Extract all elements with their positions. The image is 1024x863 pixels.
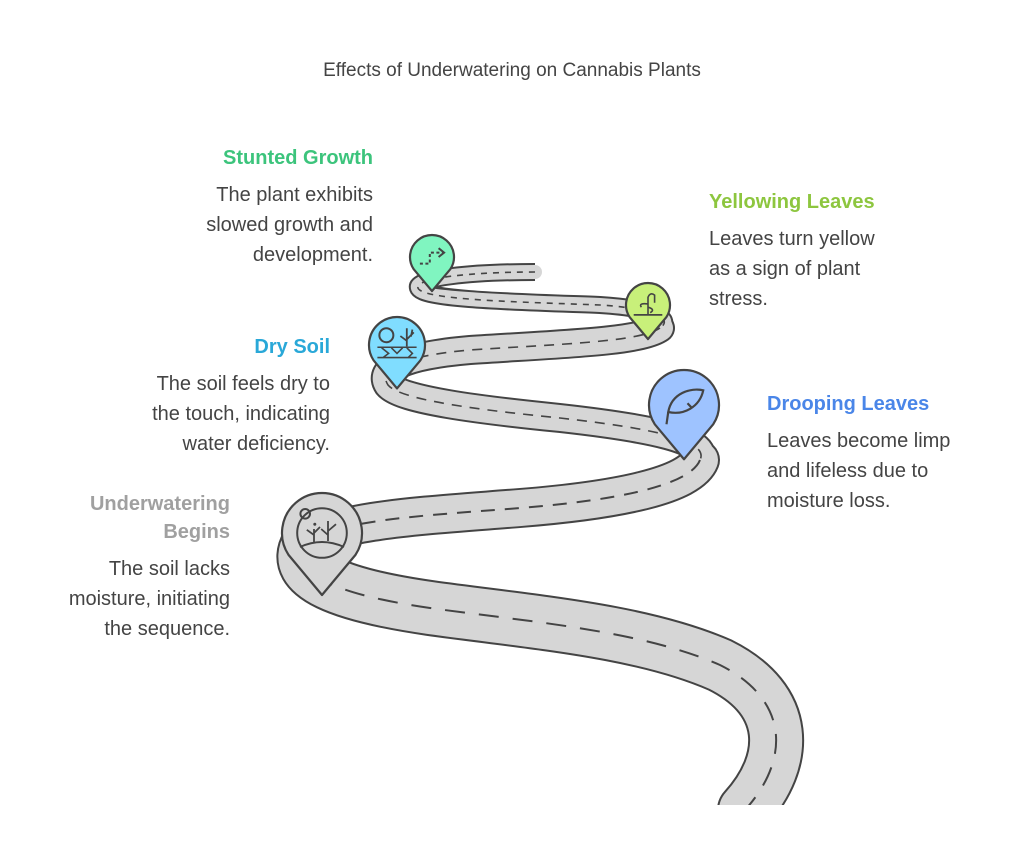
description-line: The plant exhibits: [216, 184, 373, 206]
map-pin-drooping-leaves: [647, 368, 721, 461]
description-line: stress.: [709, 288, 768, 310]
description-line: The soil lacks: [108, 558, 230, 580]
step-description: Leaves turn yellow as a sign of plant st…: [709, 224, 939, 314]
dry-desert-plants-icon: [296, 507, 348, 559]
description-line: Leaves become limp: [767, 430, 951, 452]
step-drooping-leaves: Drooping Leaves Leaves become limp and l…: [767, 390, 1007, 516]
leaf-icon: [665, 388, 705, 425]
step-heading: Yellowing Leaves: [709, 191, 875, 213]
description-line: Leaves turn yellow: [709, 228, 875, 250]
description-line: the touch, indicating: [152, 403, 330, 425]
description-line: water deficiency.: [182, 433, 330, 455]
pin-shape: [647, 368, 721, 461]
description-line: and lifeless due to: [767, 460, 929, 482]
step-description: The plant exhibits slowed growth and dev…: [133, 180, 373, 270]
road-centerline: [303, 544, 778, 805]
road-surface: [278, 519, 803, 805]
diagram-title: Effects of Underwatering on Cannabis Pla…: [323, 60, 701, 81]
cracked-soil-sun-icon: [377, 327, 417, 359]
step-heading: Underwatering Begins: [20, 490, 230, 546]
step-dry-soil: Dry Soil The soil feels dry to the touch…: [90, 333, 330, 459]
description-line: the sequence.: [104, 618, 230, 640]
step-description: Leaves become limp and lifeless due to m…: [767, 426, 1007, 516]
step-underwatering-begins: Underwatering Begins The soil lacks mois…: [20, 490, 230, 644]
map-pin-underwatering-begins: [280, 491, 364, 597]
road-surface: [290, 442, 718, 563]
wilting-plant-icon: [633, 293, 663, 316]
step-description: The soil lacks moisture, initiating the …: [20, 554, 230, 644]
heading-line: Underwatering: [89, 493, 230, 515]
description-line: moisture loss.: [767, 490, 891, 512]
description-line: slowed growth and: [206, 214, 373, 236]
map-pin-yellowing-leaves: [624, 281, 672, 341]
step-heading: Dry Soil: [254, 336, 330, 358]
map-pin-dry-soil: [367, 315, 427, 390]
road-centerline: [385, 327, 702, 461]
step-heading: Drooping Leaves: [767, 393, 930, 415]
description-line: as a sign of plant: [709, 258, 861, 280]
step-yellowing-leaves: Yellowing Leaves Leaves turn yellow as a…: [709, 188, 939, 314]
description-line: development.: [252, 244, 373, 266]
step-heading: Stunted Growth: [223, 147, 373, 169]
heading-line: Begins: [163, 521, 230, 543]
step-description: The soil feels dry to the touch, indicat…: [90, 369, 330, 459]
step-stunted-growth: Stunted Growth The plant exhibits slowed…: [133, 144, 373, 270]
description-line: moisture, initiating: [68, 588, 230, 610]
description-line: The soil feels dry to: [156, 373, 330, 395]
map-pin-stunted-growth: [408, 233, 456, 293]
pin-shape: [408, 233, 456, 293]
